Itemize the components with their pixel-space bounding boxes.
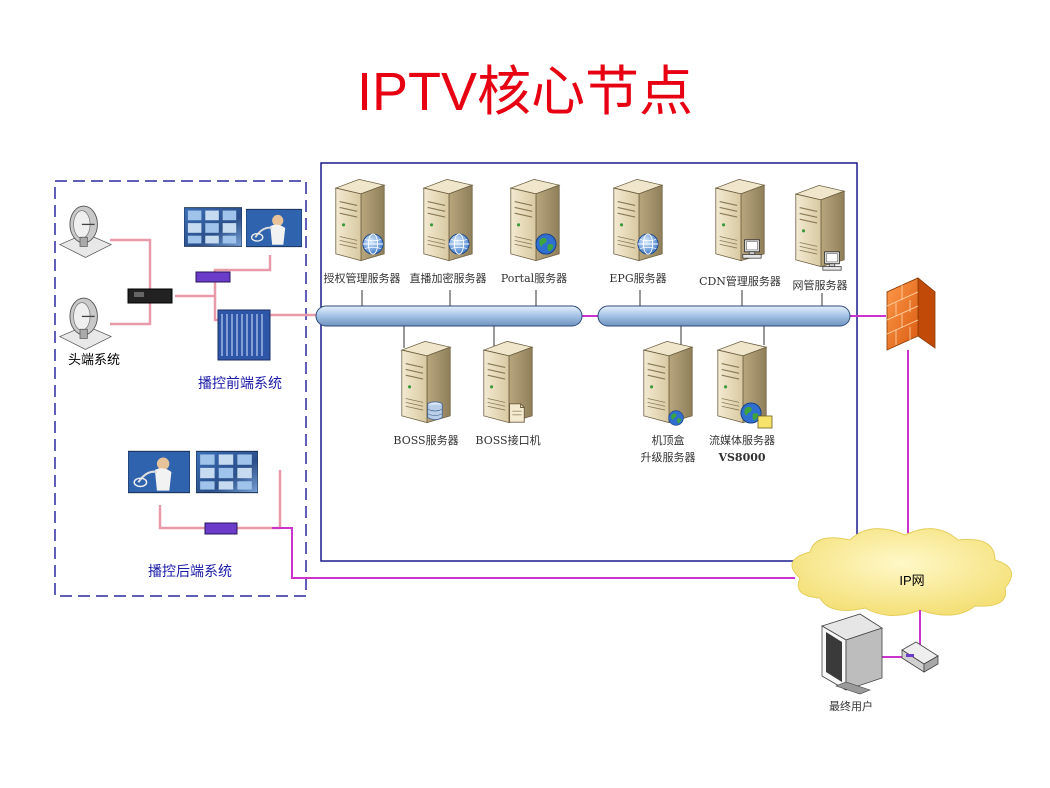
server-label: 授权管理服务器 — [324, 271, 401, 285]
server-icon — [483, 340, 533, 424]
server-label: CDN管理服务器 — [699, 274, 781, 288]
encoder-icon — [204, 522, 238, 535]
video-wall-icon — [196, 450, 258, 494]
encoder-icon — [195, 271, 231, 283]
server-label: BOSS接口机 — [475, 433, 540, 447]
server-label: Portal服务器 — [501, 272, 567, 285]
page-title: IPTV核心节点 — [357, 62, 693, 122]
settop-icon — [668, 410, 684, 426]
folder-icon — [757, 415, 773, 429]
server-drop-lines — [361, 290, 823, 348]
rack-slots — [221, 314, 263, 356]
document-icon — [509, 403, 525, 423]
server-cdn-management[interactable]: CDN管理服务器 — [699, 178, 781, 288]
front-broadcast-label: 播控前端系统 — [198, 375, 282, 391]
end-user-label: 最终用户 — [829, 699, 873, 713]
server-settop-upgrade[interactable]: 机顶盒 升级服务器 — [641, 340, 696, 464]
pc-icon — [742, 239, 762, 259]
server-boss-interface[interactable]: BOSS接口机 — [475, 340, 541, 447]
server-live-encryption[interactable]: 直播加密服务器 — [410, 178, 487, 285]
ip-network-cloud: IP网 — [791, 528, 1013, 616]
server-label: 直播加密服务器 — [410, 271, 487, 285]
monitor-player-icon — [128, 449, 190, 495]
database-icon — [427, 401, 443, 421]
server-streaming-media[interactable]: 流媒体服务器 VS8000 — [709, 340, 775, 464]
satellite-dish-icon — [59, 297, 112, 351]
broadcast-region-border — [54, 180, 307, 597]
server-label: EPG服务器 — [609, 272, 666, 285]
server-icon — [401, 340, 451, 424]
firewall-icon — [886, 277, 936, 351]
headend-label: 头端系统 — [68, 352, 120, 367]
monitor-player-icon — [246, 208, 302, 248]
server-label-line2: 升级服务器 — [641, 451, 696, 464]
end-user-pc-icon — [821, 613, 883, 695]
globe-icon — [448, 233, 470, 255]
server-label: 网管服务器 — [793, 278, 848, 292]
server-auth-management[interactable]: 授权管理服务器 — [324, 178, 401, 285]
core-node-border — [320, 162, 858, 562]
server-network-management[interactable]: 网管服务器 — [793, 184, 848, 292]
earth-icon — [535, 233, 557, 255]
server-label-line2: VS8000 — [717, 451, 765, 464]
settop-box-icon — [901, 641, 939, 673]
receiver-led — [134, 292, 144, 297]
ipnet-link — [272, 527, 795, 579]
globe-icon — [362, 233, 384, 255]
network-bus-left — [315, 305, 583, 327]
ip-network-label: IP网 — [899, 573, 924, 588]
satellite-dish-icon — [59, 205, 112, 259]
server-epg[interactable]: EPG服务器 — [609, 178, 667, 285]
server-icon — [643, 340, 693, 424]
pc-icon — [822, 251, 842, 271]
video-wall-icon — [184, 207, 242, 247]
network-bus-right — [597, 305, 851, 327]
globe-icon — [637, 233, 659, 255]
back-broadcast-label: 播控后端系统 — [148, 563, 232, 579]
server-portal[interactable]: Portal服务器 — [501, 178, 567, 285]
server-boss[interactable]: BOSS服务器 — [393, 340, 459, 447]
server-label: 机顶盒 — [652, 433, 685, 447]
server-label: BOSS服务器 — [393, 434, 458, 447]
server-label: 流媒体服务器 — [709, 433, 775, 447]
